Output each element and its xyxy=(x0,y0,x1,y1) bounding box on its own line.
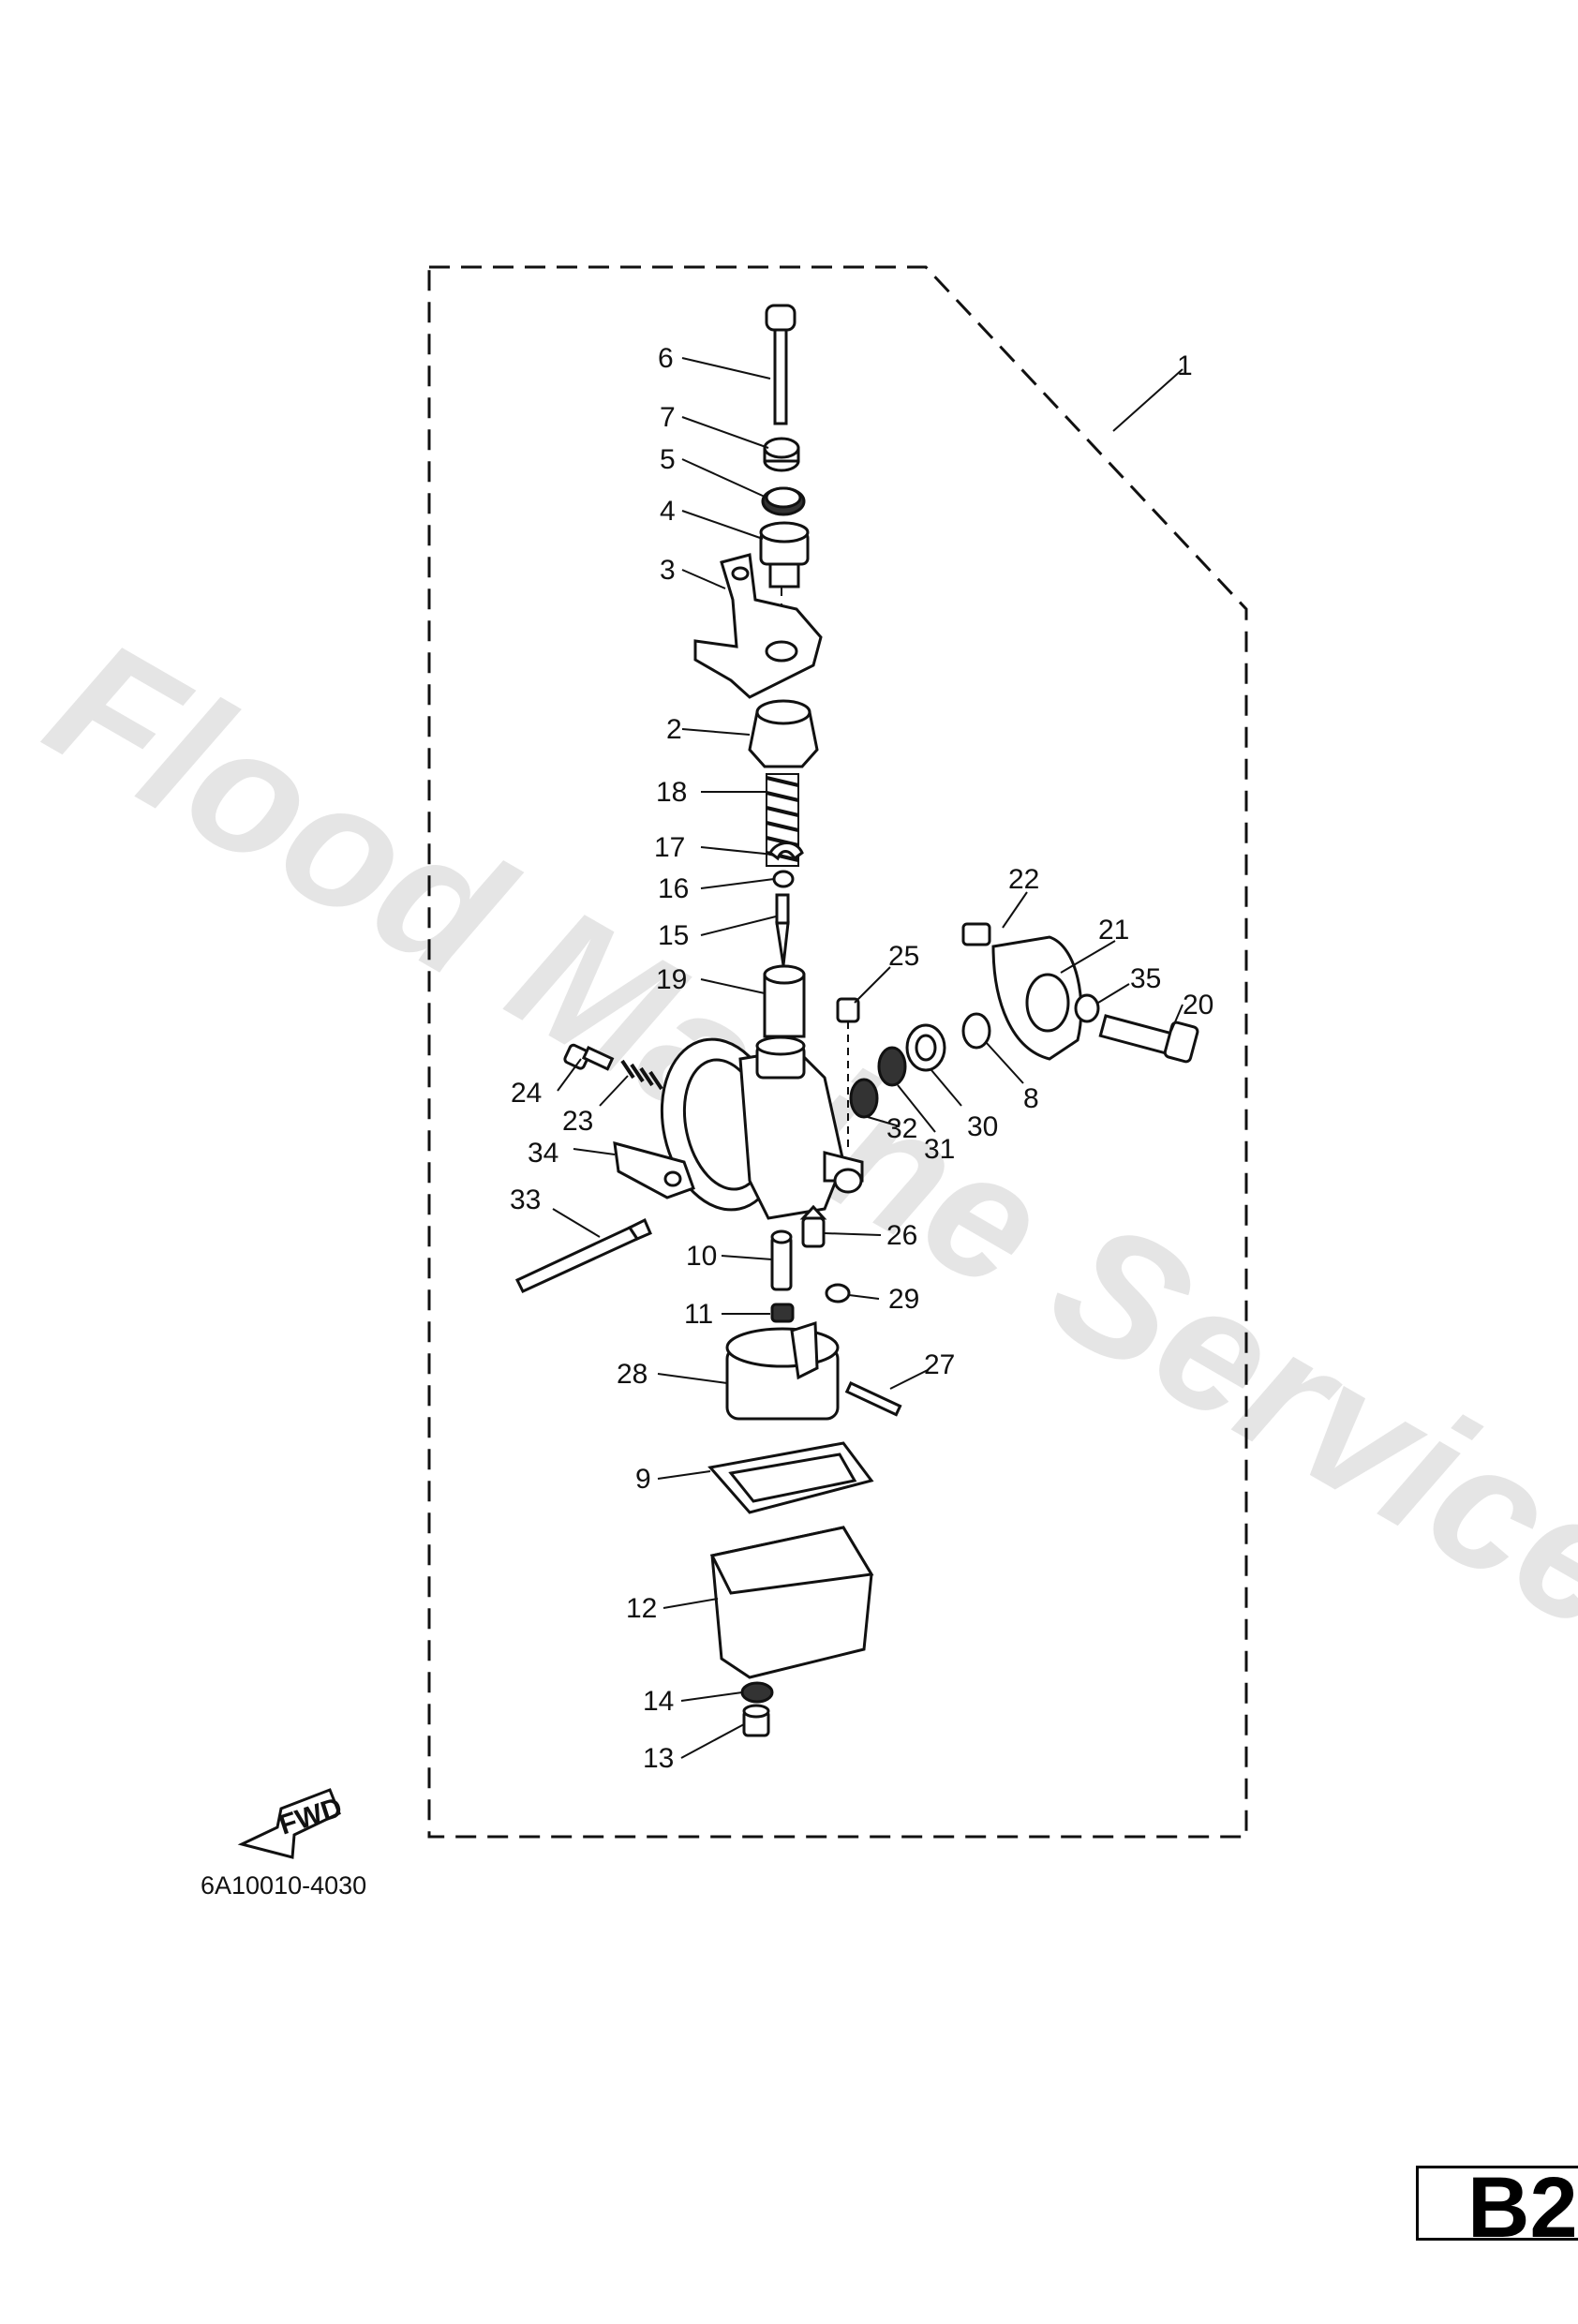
part-13-drain-screw xyxy=(742,1704,770,1737)
part-33-throttle-shaft xyxy=(514,1217,652,1293)
callout-10: 10 xyxy=(686,1241,717,1272)
part-19-throttle-valve xyxy=(763,964,806,1038)
leader-lines xyxy=(552,357,1184,1759)
callout-29: 29 xyxy=(888,1284,919,1315)
callout-26: 26 xyxy=(886,1220,917,1251)
part-20-bolt xyxy=(1098,1014,1199,1064)
part-21-cable-holder xyxy=(991,935,1083,1061)
part-23-spring xyxy=(620,1059,663,1091)
part-34-lever-plate xyxy=(613,1140,695,1199)
part-15-jet-needle xyxy=(775,893,790,966)
part-7-nut xyxy=(763,437,800,472)
callout-9: 9 xyxy=(635,1464,651,1495)
callout-7: 7 xyxy=(660,402,676,433)
callout-8: 8 xyxy=(1023,1083,1039,1114)
part-35-washer xyxy=(1074,993,1100,1023)
callout-21: 21 xyxy=(1098,915,1129,946)
drawing-code: 6A10010-4030 xyxy=(201,1871,367,1899)
part-14-washer xyxy=(740,1681,774,1704)
callout-34: 34 xyxy=(528,1138,558,1169)
callout-31: 31 xyxy=(924,1134,955,1165)
part-28-float xyxy=(725,1320,840,1421)
callout-33: 33 xyxy=(510,1184,541,1215)
callout-11: 11 xyxy=(684,1299,713,1330)
callout-22: 22 xyxy=(1008,864,1039,895)
callout-4: 4 xyxy=(660,496,676,527)
part-11-main-jet xyxy=(770,1303,795,1323)
callout-24: 24 xyxy=(511,1078,542,1109)
callout-14: 14 xyxy=(643,1686,674,1717)
part-2-mixing-cap xyxy=(748,699,819,768)
page-tab-label: B2 xyxy=(1467,2166,1578,2241)
page-tab: B2 xyxy=(1416,2166,1578,2241)
callout-1: 1 xyxy=(1177,350,1193,381)
part-9-gasket xyxy=(707,1441,874,1514)
callout-23: 23 xyxy=(562,1106,593,1137)
callout-16: 16 xyxy=(658,873,689,904)
callout-13: 13 xyxy=(643,1743,674,1774)
part-4-cap xyxy=(759,521,810,588)
part-16-ring xyxy=(772,870,795,888)
part-25-pilot-screw xyxy=(836,997,860,1153)
part-32-washer xyxy=(849,1078,879,1119)
part-22-nut xyxy=(961,922,991,946)
callout-19: 19 xyxy=(656,964,687,995)
part-3-bracket xyxy=(693,553,823,699)
callout-30: 30 xyxy=(967,1111,998,1142)
callout-32: 32 xyxy=(886,1113,917,1144)
callout-18: 18 xyxy=(656,777,687,808)
part-29-screw xyxy=(825,1283,851,1304)
callout-15: 15 xyxy=(658,920,689,951)
callout-labels: 1 2 3 4 5 6 7 8 9 10 11 12 13 14 15 16 1… xyxy=(510,343,1213,1774)
callout-28: 28 xyxy=(617,1359,648,1390)
callout-2: 2 xyxy=(666,714,682,745)
part-26-main-jet-holder xyxy=(799,1204,827,1248)
callout-20: 20 xyxy=(1183,990,1213,1020)
callout-5: 5 xyxy=(660,444,676,475)
part-30-washer xyxy=(905,1023,946,1072)
fwd-arrow-icon: FWD xyxy=(237,1788,346,1859)
part-5-washer xyxy=(761,486,806,516)
fwd-label: FWD xyxy=(275,1792,346,1840)
part-18-spring xyxy=(766,773,799,867)
callout-25: 25 xyxy=(888,941,919,972)
callout-27: 27 xyxy=(924,1349,955,1380)
part-24-screw xyxy=(563,1043,615,1071)
callout-3: 3 xyxy=(660,555,676,586)
carburetor-body xyxy=(660,1035,864,1220)
part-27-float-pin xyxy=(844,1381,902,1417)
callout-17: 17 xyxy=(654,832,685,863)
part-17-clip xyxy=(768,842,804,861)
callout-35: 35 xyxy=(1130,963,1161,994)
part-12-float-bowl xyxy=(709,1526,874,1679)
callout-12: 12 xyxy=(626,1593,657,1624)
assembly-boundary xyxy=(427,265,1248,1839)
part-10-main-nozzle xyxy=(770,1229,793,1291)
callout-6: 6 xyxy=(658,343,674,374)
part-8-o-ring xyxy=(961,1012,991,1050)
part-31-ring xyxy=(877,1046,907,1087)
part-6-screw xyxy=(765,304,796,425)
